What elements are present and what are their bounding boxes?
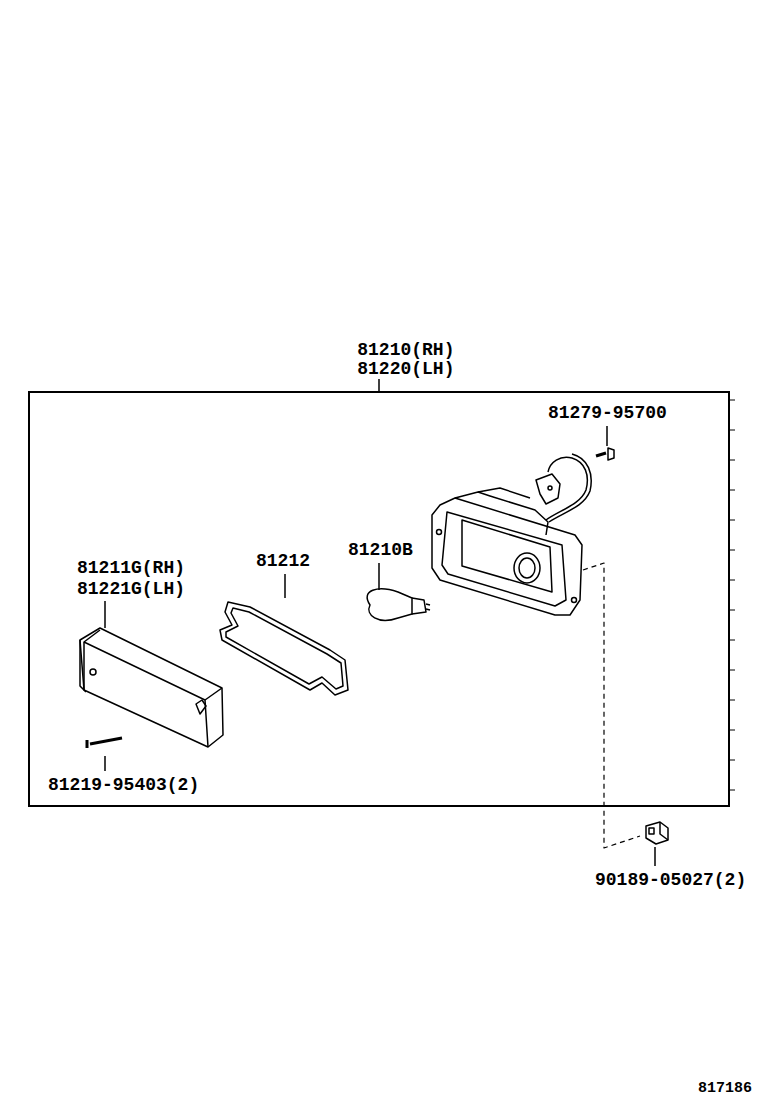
part-number: 90189-05027(2) bbox=[594, 871, 747, 890]
part-number: 81210B bbox=[347, 541, 414, 560]
part-number: 81211G(RH) bbox=[76, 559, 186, 578]
part-number: 81279-95700 bbox=[547, 404, 668, 423]
figure-number: 817186 bbox=[697, 1079, 753, 1098]
part-number: 81221G(LH) bbox=[76, 580, 186, 599]
part-number: 81212 bbox=[255, 552, 311, 571]
part-number: 81210(RH) 81220(LH) bbox=[354, 341, 458, 379]
part-number: 81219-95403(2) bbox=[47, 776, 200, 795]
assembly-box: 81210(RH) 81220(LH) bbox=[28, 391, 730, 807]
